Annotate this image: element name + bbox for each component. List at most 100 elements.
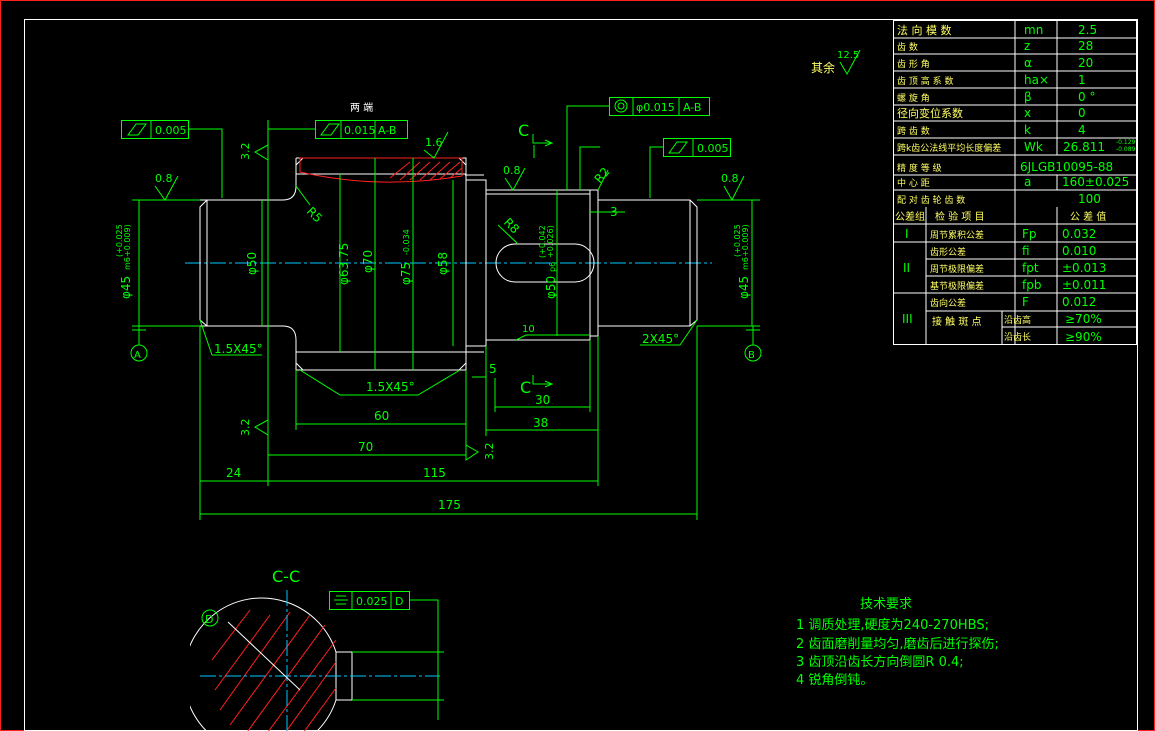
dim-r5: R5 <box>304 204 325 225</box>
tol-item-value: ±0.011 <box>1062 278 1106 292</box>
param-value: 4 <box>1078 123 1086 137</box>
dim-chamfer-left: 1.5X45° <box>214 342 263 356</box>
tol-group-1: I <box>905 227 909 241</box>
dim-d75-tol: -0.034 <box>402 229 411 255</box>
dim-d45-right: φ45 <box>737 276 751 299</box>
param-tol-up: -0.129 <box>1116 139 1136 146</box>
roughness-face-mid: 3.2 <box>483 443 496 461</box>
param-name: 法 向 模 数 <box>897 23 952 37</box>
datum-d-label: D <box>205 613 213 626</box>
roughness-other-label: 其余 <box>811 60 835 75</box>
roughness-gear: 1.6 <box>425 136 443 149</box>
roughness-symbols: 0.8 0.8 0.8 1.6 3.2 3.2 3.2 <box>154 131 745 461</box>
param-symbol: mn <box>1024 23 1043 37</box>
dim-l5: 5 <box>489 362 497 376</box>
tol-contact-val1: ≥70% <box>1065 312 1102 326</box>
datum-b: B <box>748 350 755 361</box>
param-value: 6JLGB10095-88 <box>1020 160 1113 174</box>
tol-contact-name: 接 触 斑 点 <box>932 315 982 328</box>
dim-d45-left: φ45 <box>119 276 133 299</box>
section-c-bottom: C <box>520 378 531 397</box>
dim-d50p6: φ50 <box>544 276 558 299</box>
dim-d75: φ75 <box>399 262 413 285</box>
dim-d45-dn-right: +0.009) <box>741 224 750 257</box>
tol-item-name: 周节极限偏差 <box>930 263 984 275</box>
param-symbol: Wk <box>1024 140 1043 154</box>
notes-title: 技术要求 <box>860 597 912 612</box>
tol-contact-sub1: 沿齿高 <box>1004 314 1031 326</box>
dim-l115: 115 <box>423 466 446 480</box>
dim-r8: R8 <box>501 215 522 236</box>
tol-item-name: 基节极限偏差 <box>930 280 984 292</box>
dim-l3: 3 <box>610 205 618 219</box>
roughness-face-top: 3.2 <box>239 143 252 161</box>
roughness-other-symbol <box>839 49 861 76</box>
tol-item-symbol: Fp <box>1022 227 1037 241</box>
param-name: 齿 顶 高 系 数 <box>897 75 953 87</box>
tol-item-name: 齿向公差 <box>930 297 966 309</box>
symmetry-value: 0.025 <box>356 595 388 608</box>
dim-d70: φ70 <box>361 250 375 273</box>
note-3: 3 齿顶沿齿长方向倒圆R 0.4; <box>796 654 964 670</box>
th-group: 公差组 <box>895 210 925 223</box>
runout-right-value: 0.005 <box>697 142 729 155</box>
roughness-mid: 0.8 <box>503 164 521 177</box>
tol-contact-val2: ≥90% <box>1065 330 1102 344</box>
param-name: 齿 形 角 <box>897 58 930 70</box>
param-value: 26.811 <box>1063 140 1105 154</box>
dim-d45-up-left: (+0.025 <box>115 224 124 257</box>
dim-d6375: φ63.75 <box>337 243 351 285</box>
param-name: 配 对 齿 轮 齿 数 <box>897 194 965 206</box>
tol-item-symbol: fpb <box>1022 278 1041 292</box>
param-symbol: α <box>1024 56 1032 70</box>
dim-d45-fit-right: m6 <box>741 257 750 270</box>
dim-d50-dn: +0.026) <box>546 225 555 258</box>
param-name: 螺 旋 角 <box>897 92 930 104</box>
dimension-lines <box>130 120 762 520</box>
param-symbol: β <box>1024 90 1032 104</box>
dimension-texts: φ45 m6 (+0.025 +0.009) φ50 φ63.75 φ70 φ7… <box>115 165 755 512</box>
dim-l60: 60 <box>374 409 389 423</box>
param-value: 0 <box>1078 106 1086 120</box>
param-name: 中 心 距 <box>897 177 930 189</box>
tol-contact-sub2: 沿齿长 <box>1004 331 1031 343</box>
dim-p6: p6 <box>548 262 557 272</box>
param-name: 跨 齿 数 <box>897 125 930 137</box>
param-tol-down: -0.089 <box>1116 146 1136 153</box>
dim-r2: R2 <box>592 165 613 186</box>
tol-item-name: 周节累积公差 <box>930 229 984 241</box>
param-value: 1 <box>1078 73 1086 87</box>
section-c-top: C <box>518 121 529 140</box>
param-name: 齿 数 <box>897 41 918 53</box>
tol-group-3: III <box>902 312 913 326</box>
dim-chamfer-right: 2X45° <box>642 332 679 346</box>
th-item: 检 验 项 目 <box>935 210 985 223</box>
param-name: 径向变位系数 <box>897 106 963 120</box>
symmetry-datum: D <box>395 595 403 608</box>
runout-mid-value: 0.015 <box>344 124 376 137</box>
tol-item-name: 齿形公差 <box>930 246 966 258</box>
note-4: 4 锐角倒钝。 <box>796 673 873 688</box>
roughness-other-value: 12.5 <box>837 50 859 61</box>
param-name: 精 度 等 级 <box>897 162 942 174</box>
param-value: 28 <box>1078 39 1093 53</box>
dim-d50-up: (+0.042 <box>538 225 547 258</box>
runout-mid-datum: A-B <box>378 124 396 137</box>
tol-item-value: 0.032 <box>1062 227 1096 241</box>
tol-item-value: 0.012 <box>1062 295 1096 309</box>
note-1: 1 调质处理,硬度为240-270HBS; <box>796 617 989 633</box>
param-value: 100 <box>1078 192 1101 206</box>
dim-l30: 30 <box>535 393 550 407</box>
param-symbol: x <box>1024 106 1031 120</box>
note-2: 2 齿面磨削量均匀,磨齿后进行探伤; <box>796 637 999 652</box>
tol-item-value: ±0.013 <box>1062 261 1106 275</box>
roughness-right: 0.8 <box>721 172 739 185</box>
section-c-c: C-C D 0.025 D <box>190 567 444 731</box>
param-name: 跨k齿公法线平均长度偏差 <box>897 142 1001 154</box>
dim-chamfer-gear: 1.5X45° <box>366 380 415 394</box>
param-value: 160±0.025 <box>1062 175 1129 189</box>
param-value: 0 ° <box>1078 90 1095 104</box>
tol-item-value: 0.010 <box>1062 244 1096 258</box>
